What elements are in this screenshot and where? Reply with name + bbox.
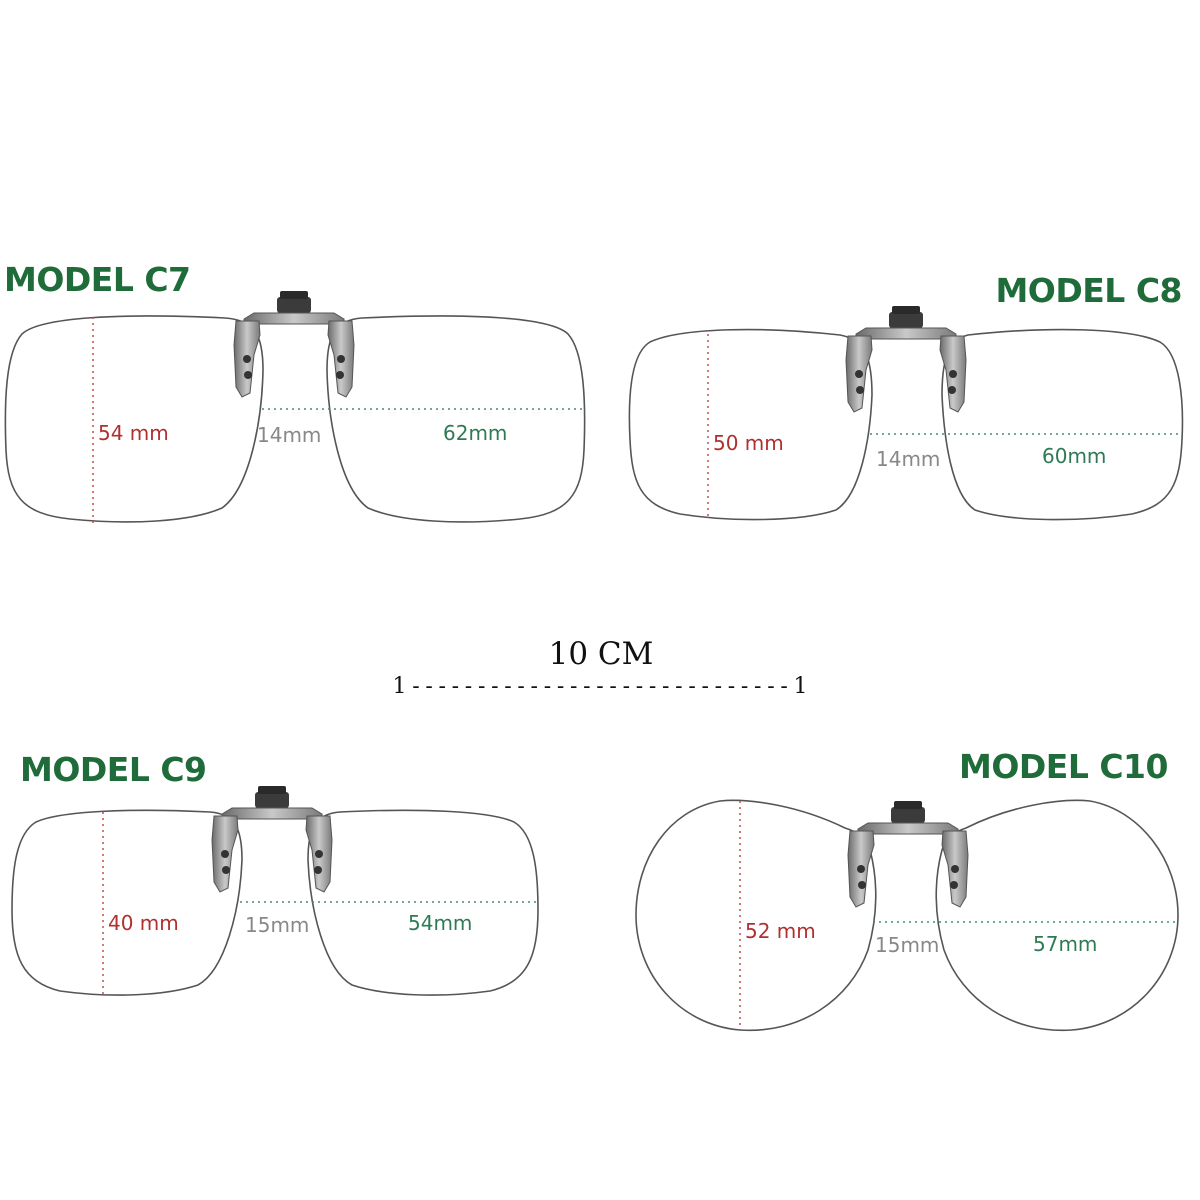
- clip-hinge-icon: [845, 305, 967, 413]
- model-c10-bridge-width: 15mm: [875, 933, 939, 957]
- model-c8-bridge-width: 14mm: [876, 447, 940, 471]
- model-c8-lens-height: 50 mm: [713, 431, 784, 455]
- model-c7-lens-width: 62mm: [443, 421, 507, 445]
- model-c8-left-lens: [628, 328, 873, 521]
- clip-hinge-icon: [233, 290, 355, 398]
- model-c8-right-lens: [941, 328, 1184, 521]
- model-c8-lens-width: 60mm: [1042, 444, 1106, 468]
- model-c9-left-lens: [11, 809, 243, 996]
- model-c8: MODEL C8 50 mm 14mm 60mm: [628, 271, 1184, 521]
- model-c10: MODEL C10 52 mm 15mm 57mm: [635, 747, 1179, 1032]
- model-c7-left-lens: [4, 315, 264, 523]
- model-c8-title: MODEL C8: [995, 271, 1182, 310]
- scale-label: 10 CM: [549, 636, 654, 672]
- model-c9-lens-height: 40 mm: [108, 911, 179, 935]
- model-c7-right-lens: [326, 315, 586, 523]
- scale-bar: 1-----------------------------1: [393, 674, 808, 699]
- model-c7-bridge-width: 14mm: [257, 423, 321, 447]
- model-c10-left-lens: [635, 799, 877, 1032]
- model-c7-lens-height: 54 mm: [98, 421, 169, 445]
- model-c9-right-lens: [307, 809, 539, 996]
- model-c7: MODEL C7 54 mm 14mm 62mm: [4, 260, 586, 524]
- scale-reference: 10 CM 1-----------------------------1: [393, 636, 808, 699]
- model-c9-bridge-width: 15mm: [245, 913, 309, 937]
- model-c9: MODEL C9 40 mm 15mm 54mm: [11, 750, 539, 996]
- model-c10-right-lens: [935, 799, 1179, 1032]
- model-c7-title: MODEL C7: [4, 260, 191, 299]
- model-c9-lens-width: 54mm: [408, 911, 472, 935]
- model-c10-lens-width: 57mm: [1033, 932, 1097, 956]
- model-c9-title: MODEL C9: [20, 750, 207, 789]
- clip-hinge-icon: [211, 785, 333, 893]
- model-c10-lens-height: 52 mm: [745, 919, 816, 943]
- clip-hinge-icon: [847, 800, 969, 908]
- model-c10-title: MODEL C10: [959, 747, 1168, 786]
